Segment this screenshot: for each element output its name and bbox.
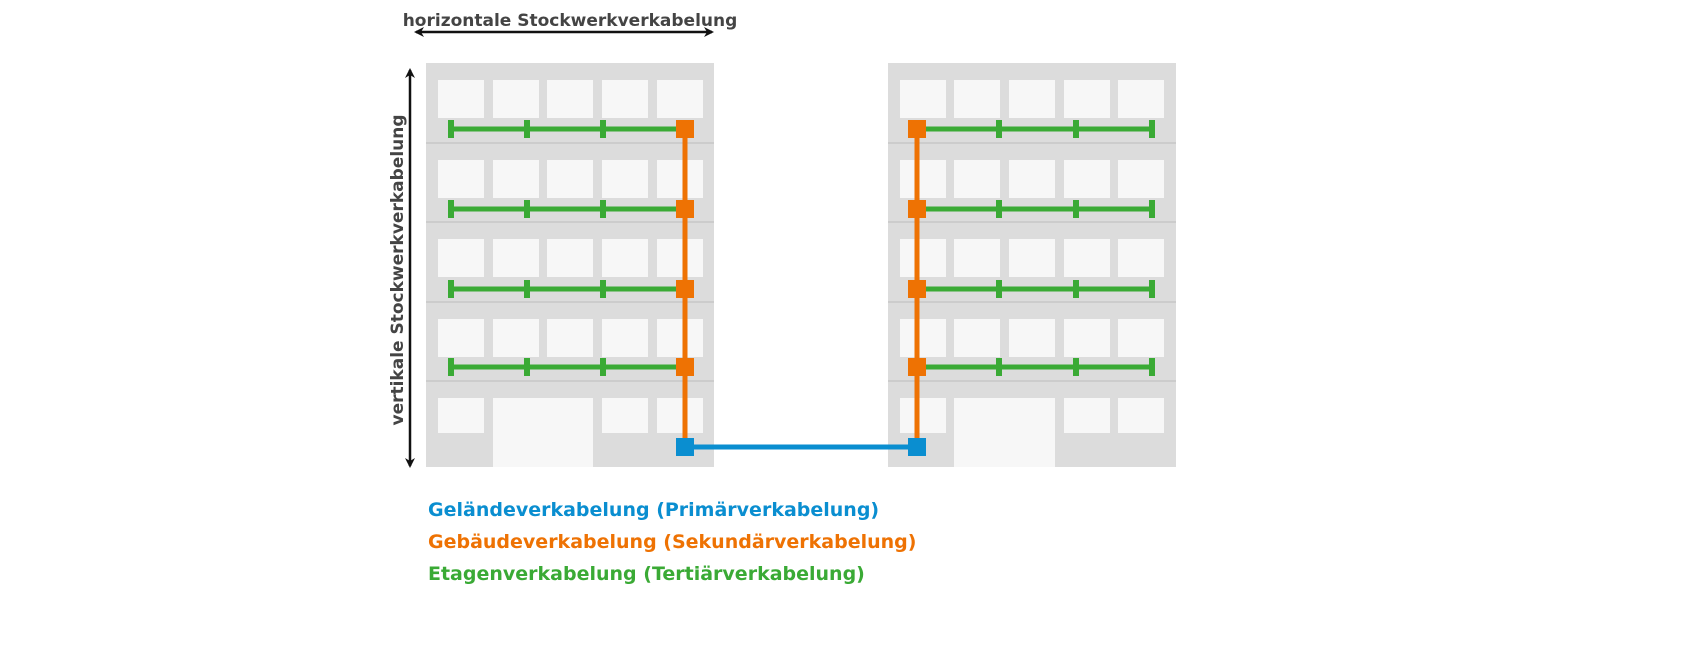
window bbox=[900, 319, 946, 357]
outlet-tick bbox=[996, 200, 1002, 218]
outlet-tick bbox=[1073, 280, 1079, 298]
window bbox=[657, 398, 703, 433]
window bbox=[547, 239, 593, 277]
window bbox=[547, 160, 593, 198]
window bbox=[954, 80, 1000, 118]
outlet-tick bbox=[524, 358, 530, 376]
window bbox=[438, 80, 484, 118]
outlet-tick bbox=[524, 120, 530, 138]
building-distributor-left bbox=[676, 438, 694, 456]
outlet-tick bbox=[600, 358, 606, 376]
window bbox=[1064, 239, 1110, 277]
floor-distributor bbox=[908, 120, 926, 138]
window bbox=[657, 319, 703, 357]
legend: Geländeverkabelung (Primärverkabelung) G… bbox=[428, 494, 916, 590]
window bbox=[602, 160, 648, 198]
window bbox=[657, 160, 703, 198]
outlet-tick bbox=[1073, 358, 1079, 376]
window bbox=[493, 80, 539, 118]
window bbox=[954, 160, 1000, 198]
floor-distributor bbox=[908, 200, 926, 218]
window bbox=[1118, 80, 1164, 118]
vertical-label: vertikale Stockwerkverkabelung bbox=[388, 114, 408, 425]
outlet-tick bbox=[1073, 120, 1079, 138]
window bbox=[602, 319, 648, 357]
entrance-door bbox=[493, 398, 593, 467]
outlet-tick bbox=[600, 120, 606, 138]
legend-secondary: Gebäudeverkabelung (Sekundärverkabelung) bbox=[428, 531, 917, 553]
window bbox=[547, 80, 593, 118]
outlet-tick bbox=[600, 280, 606, 298]
window bbox=[1064, 398, 1110, 433]
window bbox=[900, 398, 946, 433]
window bbox=[900, 160, 946, 198]
window bbox=[1009, 160, 1055, 198]
window bbox=[1064, 160, 1110, 198]
outlet-tick bbox=[1149, 358, 1155, 376]
window bbox=[438, 319, 484, 357]
window bbox=[1118, 398, 1164, 433]
window bbox=[657, 80, 703, 118]
window bbox=[1009, 80, 1055, 118]
window bbox=[657, 239, 703, 277]
window bbox=[1118, 239, 1164, 277]
window bbox=[493, 239, 539, 277]
outlet-tick bbox=[996, 358, 1002, 376]
window bbox=[900, 80, 946, 118]
floor-distributor bbox=[676, 358, 694, 376]
window bbox=[602, 398, 648, 433]
window bbox=[1009, 319, 1055, 357]
window bbox=[547, 319, 593, 357]
legend-primary: Geländeverkabelung (Primärverkabelung) bbox=[428, 499, 880, 521]
floor-distributor bbox=[908, 358, 926, 376]
window bbox=[1118, 160, 1164, 198]
outlet-tick bbox=[1149, 200, 1155, 218]
floor-distributor bbox=[676, 200, 694, 218]
outlet-tick bbox=[448, 120, 454, 138]
floor-distributor bbox=[908, 280, 926, 298]
window bbox=[602, 239, 648, 277]
window bbox=[1064, 319, 1110, 357]
window bbox=[438, 239, 484, 277]
horizontal-label: horizontale Stockwerkverkabelung bbox=[403, 11, 738, 31]
window bbox=[493, 160, 539, 198]
window bbox=[438, 160, 484, 198]
outlet-tick bbox=[524, 200, 530, 218]
outlet-tick bbox=[600, 200, 606, 218]
outlet-tick bbox=[1149, 120, 1155, 138]
outlet-tick bbox=[524, 280, 530, 298]
entrance-door bbox=[954, 398, 1055, 467]
outlet-tick bbox=[448, 200, 454, 218]
window bbox=[1118, 319, 1164, 357]
floor-distributor bbox=[676, 280, 694, 298]
window bbox=[1064, 80, 1110, 118]
outlet-tick bbox=[996, 120, 1002, 138]
window bbox=[493, 319, 539, 357]
window bbox=[954, 319, 1000, 357]
outlet-tick bbox=[448, 280, 454, 298]
window bbox=[438, 398, 484, 433]
window bbox=[954, 239, 1000, 277]
window bbox=[1009, 239, 1055, 277]
window bbox=[900, 239, 946, 277]
window bbox=[602, 80, 648, 118]
building-distributor-right bbox=[908, 438, 926, 456]
outlet-tick bbox=[1073, 200, 1079, 218]
outlet-tick bbox=[996, 280, 1002, 298]
outlet-tick bbox=[1149, 280, 1155, 298]
outlet-tick bbox=[448, 358, 454, 376]
legend-tertiary: Etagenverkabelung (Tertiärverkabelung) bbox=[428, 563, 865, 585]
floor-distributor bbox=[676, 120, 694, 138]
